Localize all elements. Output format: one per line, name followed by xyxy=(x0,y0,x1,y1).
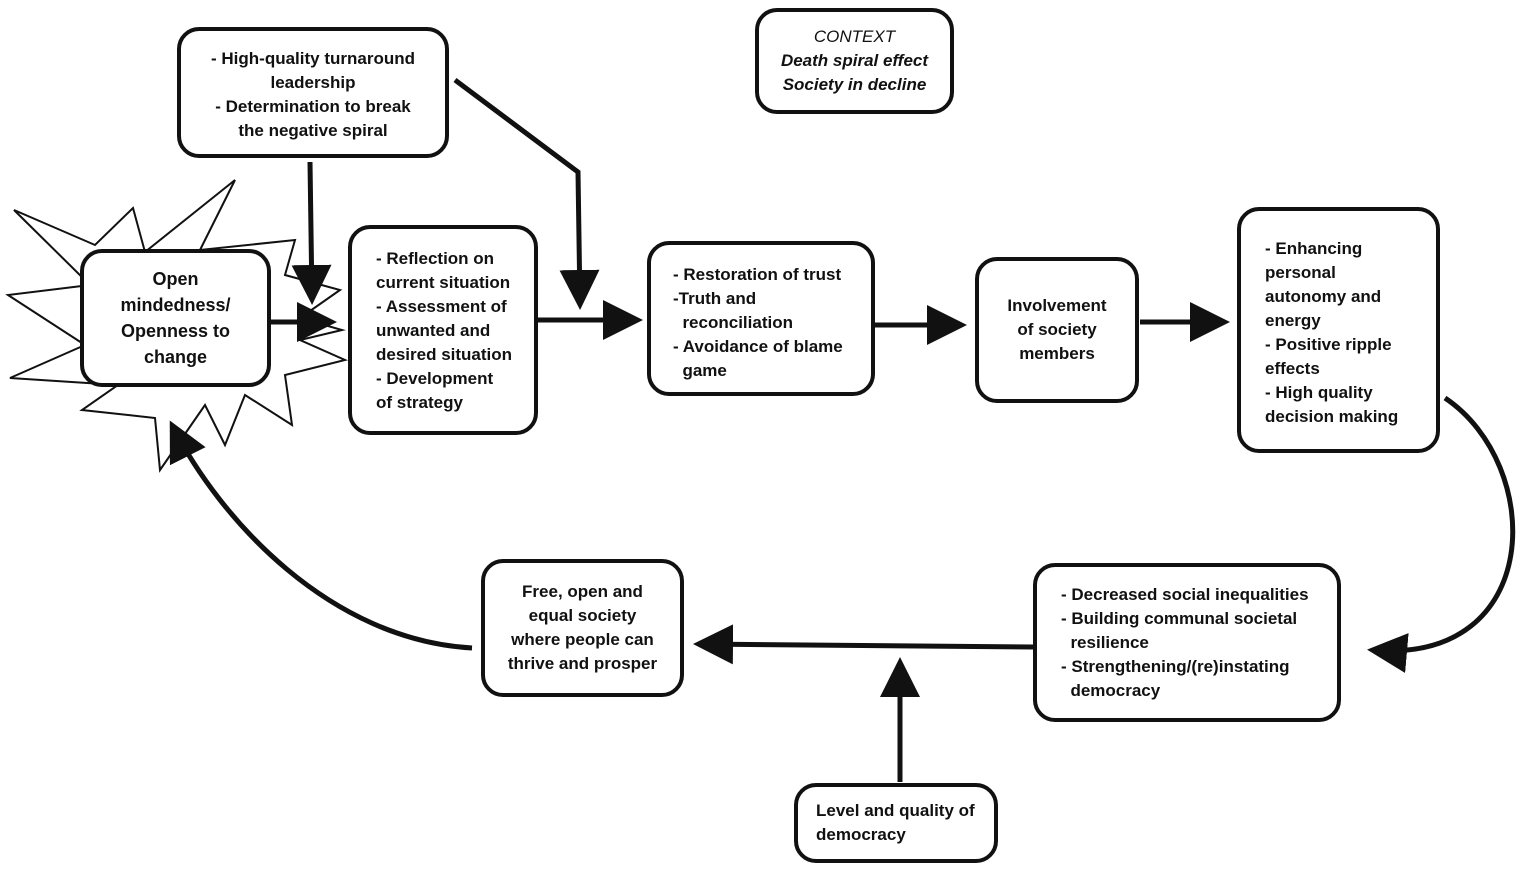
context-line: Death spiral effect xyxy=(780,51,929,70)
trust-line: - Restoration of trust xyxy=(673,265,842,284)
democracy-level-box: Level and quality of democracy xyxy=(794,783,998,863)
open-mindedness-box: Open mindedness/ Openness to change xyxy=(80,249,271,387)
context-box: CONTEXT Death spiral effect Society in d… xyxy=(755,8,954,114)
involvement-line: Involvement xyxy=(1007,296,1107,315)
reflection-line: - Reflection on xyxy=(376,249,495,268)
reflection-line: of strategy xyxy=(376,393,463,412)
involvement-line: of society xyxy=(1017,320,1097,339)
open-line: mindedness/ xyxy=(120,295,231,315)
leadership-box: - High-quality turnaround leadership - D… xyxy=(177,27,449,158)
reflection-box: - Reflection on current situation - Asse… xyxy=(348,225,538,435)
leadership-line: leadership xyxy=(270,73,356,92)
autonomy-line: - Positive ripple xyxy=(1265,335,1392,354)
arrow-leadership-angled xyxy=(453,77,600,310)
involvement-line: members xyxy=(1019,344,1095,363)
reflection-line: - Assessment of xyxy=(376,297,507,316)
context-heading: CONTEXT xyxy=(813,27,896,46)
involvement-box: Involvement of society members xyxy=(975,257,1139,403)
open-line: Openness to xyxy=(120,321,231,341)
trust-line: -Truth and xyxy=(673,289,757,308)
society-line: where people can xyxy=(511,630,654,649)
open-line: change xyxy=(143,347,208,367)
inequality-line: democracy xyxy=(1061,681,1161,700)
democracy-line: Level and quality of xyxy=(816,801,975,820)
reflection-line: desired situation xyxy=(376,345,513,364)
autonomy-line: effects xyxy=(1265,359,1320,378)
arrow-inequality-to-society xyxy=(693,624,1034,665)
society-line: thrive and prosper xyxy=(507,654,658,673)
inequality-line: resilience xyxy=(1061,633,1149,652)
autonomy-line: personal xyxy=(1265,263,1336,282)
autonomy-line: autonomy and xyxy=(1265,287,1382,306)
reflection-line: - Development xyxy=(376,369,494,388)
autonomy-line: - Enhancing xyxy=(1265,239,1363,258)
arrow-autonomy-to-inequality xyxy=(1367,395,1516,673)
reflection-line: current situation xyxy=(376,273,511,292)
arrow-leadership-down xyxy=(291,161,332,305)
arrow-society-to-open xyxy=(169,420,473,651)
society-box: Free, open and equal society where peopl… xyxy=(481,559,684,697)
trust-line: reconciliation xyxy=(673,313,793,332)
reflection-line: unwanted and xyxy=(376,321,491,340)
leadership-line: - Determination to break xyxy=(215,97,411,116)
autonomy-line: - High quality xyxy=(1265,383,1373,402)
society-line: equal society xyxy=(528,606,637,625)
leadership-line: the negative spiral xyxy=(238,121,388,140)
context-line: Society in decline xyxy=(782,75,927,94)
society-line: Free, open and xyxy=(522,582,643,601)
trust-line: game xyxy=(673,361,727,380)
trust-box: - Restoration of trust -Truth and reconc… xyxy=(647,241,875,396)
democracy-line: democracy xyxy=(816,825,906,844)
inequality-line: - Decreased social inequalities xyxy=(1061,585,1309,604)
trust-line: - Avoidance of blame xyxy=(673,337,843,356)
inequality-box: - Decreased social inequalities - Buildi… xyxy=(1033,563,1341,722)
autonomy-line: energy xyxy=(1265,311,1321,330)
open-line: Open xyxy=(152,269,199,289)
leadership-line: - High-quality turnaround xyxy=(211,49,415,68)
inequality-line: - Building communal societal xyxy=(1061,609,1298,628)
inequality-line: - Strengthening/(re)instating xyxy=(1061,657,1290,676)
autonomy-box: - Enhancing personal autonomy and energy… xyxy=(1237,207,1440,453)
autonomy-line: decision making xyxy=(1265,407,1399,426)
